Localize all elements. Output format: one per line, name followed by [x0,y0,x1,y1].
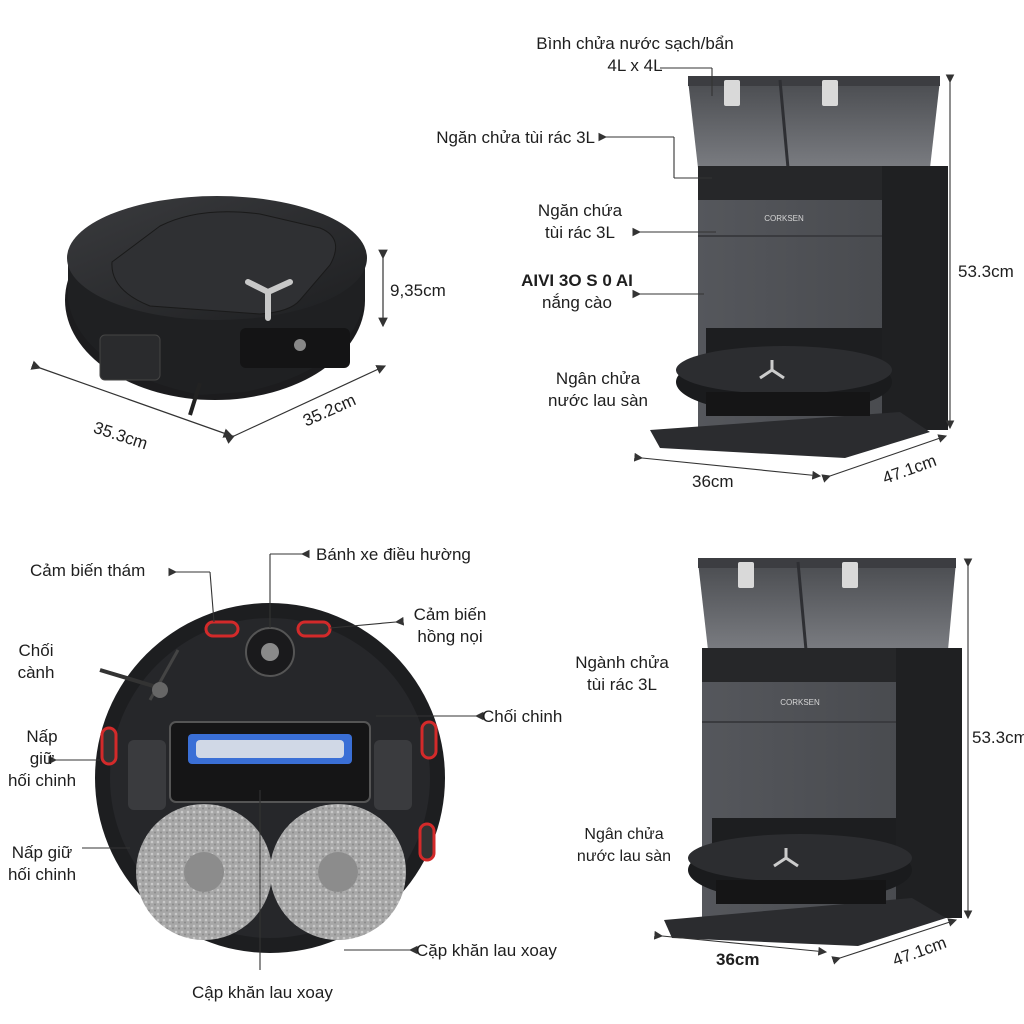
cover-label-2-line1: Nấp giữ [11,843,73,862]
robot-height-label: 9,35cm [390,281,446,300]
side-brush-label-line1: Chối [18,641,54,660]
bag-label-bottom-line1: Ngành chửa [575,653,669,672]
ir-label: Cảm biến hồng nọi [400,604,500,648]
main-brush-label: Chối chinh [482,707,563,726]
cover-label-2-line2: hối chinh [7,865,77,884]
side-brush-icon [152,682,168,698]
bag-label-bottom-line2: tùi rác 3L [587,675,657,694]
water-label-bottom-line2: nước lau sàn [576,848,672,865]
bag-label-2: Ngăn chứa tùi rác 3L [520,200,640,244]
logo-y-icon [245,279,293,321]
cliff-sensor-icon [100,726,118,766]
tank-label: Bình chửa nước sạch/bẩn 4L x 4L [500,33,770,77]
water-label-top: Ngân chửa nước lau sàn [528,368,668,412]
sensor-label: Cảm biến thám [30,561,146,580]
cliff-sensor-icon [204,620,240,638]
water-label-top-line1: Ngân chửa [555,369,641,388]
cliff-sensor-icon [418,822,436,862]
robot-bottom-view [95,603,445,953]
bag-label-2-line1: Ngăn chứa [537,201,623,220]
cover-label-1-line2: giữ [29,749,55,768]
handle-icon [724,80,740,106]
brand-mark-bottom: CORKSEN [780,698,820,707]
cliff-sensor-icon [296,620,332,638]
side-brush-label-line2: cành [17,663,55,682]
ir-label-line1: Cảm biến [413,605,487,624]
water-label-top-line2: nước lau sàn [547,391,649,410]
handle-icon [842,562,858,588]
cover-label-2: Nấp giữ hối chinh [0,842,84,886]
tank-label-line1: Bình chửa nước sạch/bẩn [536,34,734,53]
cover-label-1-line1: Nấp [26,727,58,746]
water-label-bottom: Ngân chửa nước lau sàn [564,824,684,868]
mop-label-right: Cặp khăn lau xoay [416,941,557,960]
bag-label-1: Ngăn chửa tùi rác 3L [436,128,595,147]
station-top-height-label: 53.3cm [958,262,1014,281]
bag-label-2-line2: tùi rác 3L [545,223,615,242]
handle-icon [822,80,838,106]
station-bottom-width-label: 36cm [716,950,760,969]
station-top [650,76,948,458]
station-top-width-label: 36cm [692,472,734,491]
ai-label-line2: nắng cào [542,293,612,312]
robot-top-view [65,196,367,416]
ir-label-line2: hồng nọi [417,627,483,646]
robot-bottom-leaders [48,549,484,970]
bag-label-bottom: Ngành chửa tùi rác 3L [556,652,688,696]
caster-wheel-icon [261,643,279,661]
tank-label-line2: 4L x 4L [607,56,663,75]
handle-icon [738,562,754,588]
brand-mark-top: CORKSEN [764,214,804,223]
station-bottom [664,558,962,946]
side-brush-label: Chối cành [4,640,68,684]
cover-label-1-line3: hối chinh [7,771,77,790]
cover-label-1: Nấp giữ hối chinh [0,726,84,792]
station-top-leaders [598,67,955,483]
cliff-sensor-icon [420,720,438,760]
ai-label-line1: AIVI 3O S 0 AI [521,271,633,290]
station-bottom-height-label: 53.3cm [972,728,1024,747]
mop-label-bottom: Cập khăn lau xoay [192,983,333,1002]
wheel-label: Bánh xe điều hường [316,545,471,564]
ai-label: AIVI 3O S 0 AI nắng cào [508,270,646,314]
robot-top-dimensions [30,249,388,444]
water-label-bottom-line1: Ngân chửa [584,826,664,843]
station-bottom-leaders [653,558,973,965]
